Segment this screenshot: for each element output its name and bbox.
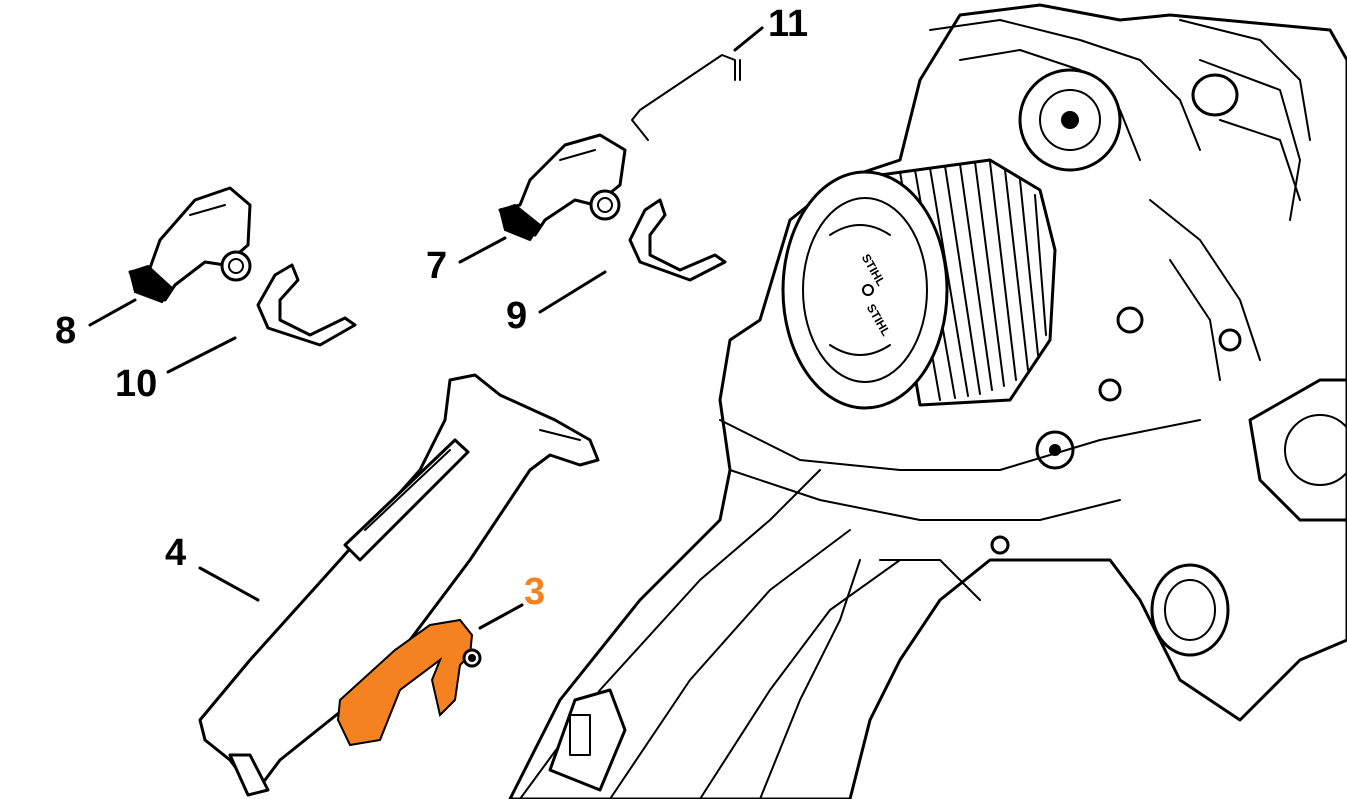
leader-lines [88,26,764,630]
part-4-handle [198,373,600,797]
leader-8 [88,298,137,327]
callout-4: 4 [165,532,186,574]
part-7-lever [498,133,627,242]
callout-3: 3 [524,571,545,613]
leader-9 [538,270,607,314]
part-11-wire-rod [631,54,741,141]
leader-11 [733,26,764,52]
callout-8: 8 [55,310,76,352]
callout-9: 9 [506,295,527,337]
leader-10 [166,336,237,374]
callout-11: 11 [768,3,808,45]
part-10-spring-clip [256,263,357,347]
air-filter-drum [781,158,1057,410]
callout-7: 7 [426,245,447,287]
part-9-spring-clip [628,198,727,282]
part-8-lever [128,186,252,304]
callout-10: 10 [115,363,157,405]
leader-3 [478,603,524,630]
leader-7 [458,236,507,264]
leader-4 [198,566,260,602]
part-3-throttle-lever [336,618,482,747]
callout-labels: 11 7 8 9 10 4 3 [55,3,808,613]
